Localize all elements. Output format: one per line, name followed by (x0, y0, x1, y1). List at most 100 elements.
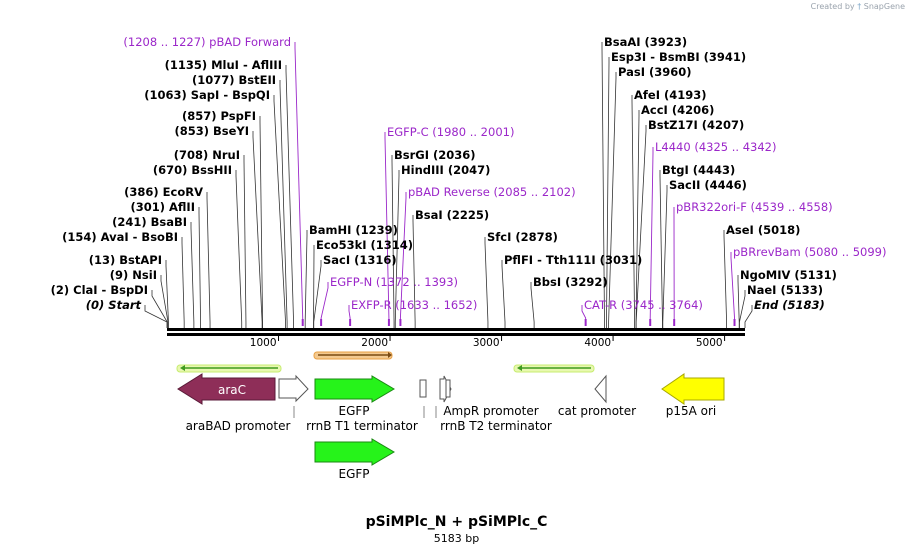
site-line-sapi (273, 95, 286, 328)
site-label-aflii[interactable]: (301) AflII (130, 200, 195, 214)
site-line-pflfi (501, 260, 506, 328)
site-label-eco53ki[interactable]: Eco53kI (1314) (316, 238, 413, 252)
site-lines (144, 42, 753, 328)
ruler: 1000 2000 3000 4000 5000 (250, 336, 726, 349)
site-line-aflii (198, 207, 201, 328)
ruler-tick-label: 1000 (250, 337, 277, 349)
site-label-ecorv[interactable]: (386) EcoRV (124, 185, 203, 199)
primer-bar-orange-head (388, 352, 392, 358)
site-label-bseyi[interactable]: (853) BseYI (174, 124, 249, 138)
egfp-label-1: EGFP (338, 404, 369, 418)
site-label-bsai[interactable]: BsaI (2225) (415, 208, 489, 222)
site-line-bstapi (165, 260, 169, 328)
site-line-bsai (412, 215, 416, 328)
primer-label-exfpr[interactable]: EXFP-R (1633 .. 1652) (351, 298, 477, 312)
map-title: pSiMPlc_N + pSiMPlc_C (365, 514, 548, 530)
site-label-bbsi[interactable]: BbsI (3292) (533, 275, 608, 289)
site-label-bstz17i[interactable]: BstZ17I (4207) (648, 118, 744, 132)
primer-bar-green-2-head (517, 365, 522, 371)
site-label-bamhi[interactable]: BamHI (1239) (309, 223, 398, 237)
primer-line-egfpn (320, 282, 329, 324)
site-line-esp3i (606, 57, 610, 328)
ruler-tick-label: 5000 (696, 337, 723, 349)
p15a-ori-arrow[interactable] (661, 373, 725, 405)
arabad-promoter-arrow[interactable] (278, 374, 309, 403)
egfp-label-2: EGFP (338, 467, 369, 481)
site-label-sacii[interactable]: SacII (4446) (669, 178, 747, 192)
primer-label-egfpn[interactable]: EGFP-N (1372 .. 1393) (330, 275, 458, 289)
backbone-top-strand (167, 328, 745, 331)
site-line-bsteii (279, 80, 288, 328)
sequence-backbone (167, 328, 745, 336)
site-label-ngomiv[interactable]: NgoMIV (5131) (740, 268, 837, 282)
backbone-bottom-strand (167, 333, 745, 336)
primer-label-pbadf[interactable]: (1208 .. 1227) pBAD Forward (123, 35, 291, 49)
snapgene-logo-icon: † (857, 2, 862, 11)
ruler-tick-label: 3000 (473, 337, 500, 349)
site-label-saci[interactable]: SacI (1316) (323, 253, 397, 267)
primer-label-pbr322[interactable]: pBR322ori-F (4539 .. 4558) (676, 200, 833, 214)
site-label-clai[interactable]: (2) ClaI - BspDI (51, 283, 148, 297)
site-label-sapi[interactable]: (1063) SapI - BspQI (144, 88, 270, 102)
p15a-ori-label: p15A ori (666, 404, 717, 418)
primer-label-catr[interactable]: CAT-R (3745 .. 3764) (584, 298, 703, 312)
egfp-arrow-2[interactable] (314, 438, 395, 466)
primer-line-pbrrev (730, 252, 735, 324)
site-line-nsii (160, 275, 169, 328)
site-label-bsabi[interactable]: (241) BsaBI (112, 215, 187, 229)
site-line-bsabi (190, 222, 195, 328)
site-line-sacii (662, 185, 668, 328)
ruler-tick-label: 4000 (584, 337, 611, 349)
site-label-start[interactable]: (0) Start (86, 298, 142, 312)
site-label-esp3i[interactable]: Esp3I - BsmBI (3941) (611, 50, 746, 64)
site-label-mlui[interactable]: (1135) MluI - AflIII (165, 58, 282, 72)
site-line-avai (181, 237, 185, 328)
arabad-promoter-label: araBAD promoter (186, 419, 291, 433)
site-line-pspfi (259, 116, 263, 328)
feature-track: araC araBAD promoter EGFP rrnB T1 termin… (177, 373, 725, 481)
site-line-bsshii (235, 170, 243, 328)
arac-arrow[interactable] (177, 373, 276, 405)
site-label-avai[interactable]: (154) AvaI - BsoBI (62, 230, 178, 244)
site-label-asei[interactable]: AseI (5018) (726, 223, 800, 237)
site-label-pflfi[interactable]: PflFI - Tth111I (3031) (504, 253, 642, 267)
site-label-bsrgi[interactable]: BsrGI (2036) (394, 148, 476, 162)
site-label-end[interactable]: End (5183) (754, 298, 825, 312)
site-label-bsaai[interactable]: BsaAI (3923) (604, 35, 687, 49)
site-label-pspfi[interactable]: (857) PspFI (182, 109, 256, 123)
site-line-end (744, 305, 753, 328)
rrnb-t1-mark (419, 379, 427, 398)
cat-promoter-arrow[interactable] (594, 374, 607, 404)
site-line-pasi (608, 72, 617, 328)
rrnb-t2-label: rrnB T2 terminator (440, 419, 552, 433)
site-label-bstapi[interactable]: (13) BstAPI (89, 253, 162, 267)
credit-brand: SnapGene (863, 2, 905, 11)
site-label-acci[interactable]: AccI (4206) (641, 103, 714, 117)
site-label-sfci[interactable]: SfcI (2878) (487, 230, 558, 244)
ampr-promoter-label: AmpR promoter (443, 404, 538, 418)
site-label-afei[interactable]: AfeI (4193) (634, 88, 707, 102)
site-line-naei (739, 290, 746, 328)
site-label-naei[interactable]: NaeI (5133) (747, 283, 823, 297)
site-label-btgi[interactable]: BtgI (4443) (662, 163, 735, 177)
site-label-nrui[interactable]: (708) NruI (174, 148, 240, 162)
primer-label-pbrrev[interactable]: pBRrevBam (5080 .. 5099) (733, 245, 886, 259)
site-label-nsii[interactable]: (9) NsiI (110, 268, 157, 282)
egfp-arrow-1[interactable] (314, 375, 395, 403)
site-label-bsteii[interactable]: (1077) BstEII (192, 73, 276, 87)
site-line-bsrgi (391, 155, 395, 328)
site-line-afei (631, 95, 635, 328)
primer-label-egfpc[interactable]: EGFP-C (1980 .. 2001) (387, 125, 514, 139)
primer-label-l4440[interactable]: L4440 (4325 .. 4342) (655, 140, 776, 154)
rrnb-t1-label: rrnB T1 terminator (306, 419, 418, 433)
ruler-tick-label: 2000 (361, 337, 388, 349)
site-line-mlui (285, 65, 294, 328)
site-line-bamhi (304, 230, 308, 328)
site-line-bbsi (530, 282, 535, 328)
primer-label-pbadr[interactable]: pBAD Reverse (2085 .. 2102) (408, 185, 576, 199)
site-label-hindiii[interactable]: HindIII (2047) (401, 163, 490, 177)
site-label-pasi[interactable]: PasI (3960) (618, 65, 692, 79)
snapgene-credit: Created by † SnapGene (811, 2, 905, 11)
site-label-bsshii[interactable]: (670) BssHII (153, 163, 232, 177)
